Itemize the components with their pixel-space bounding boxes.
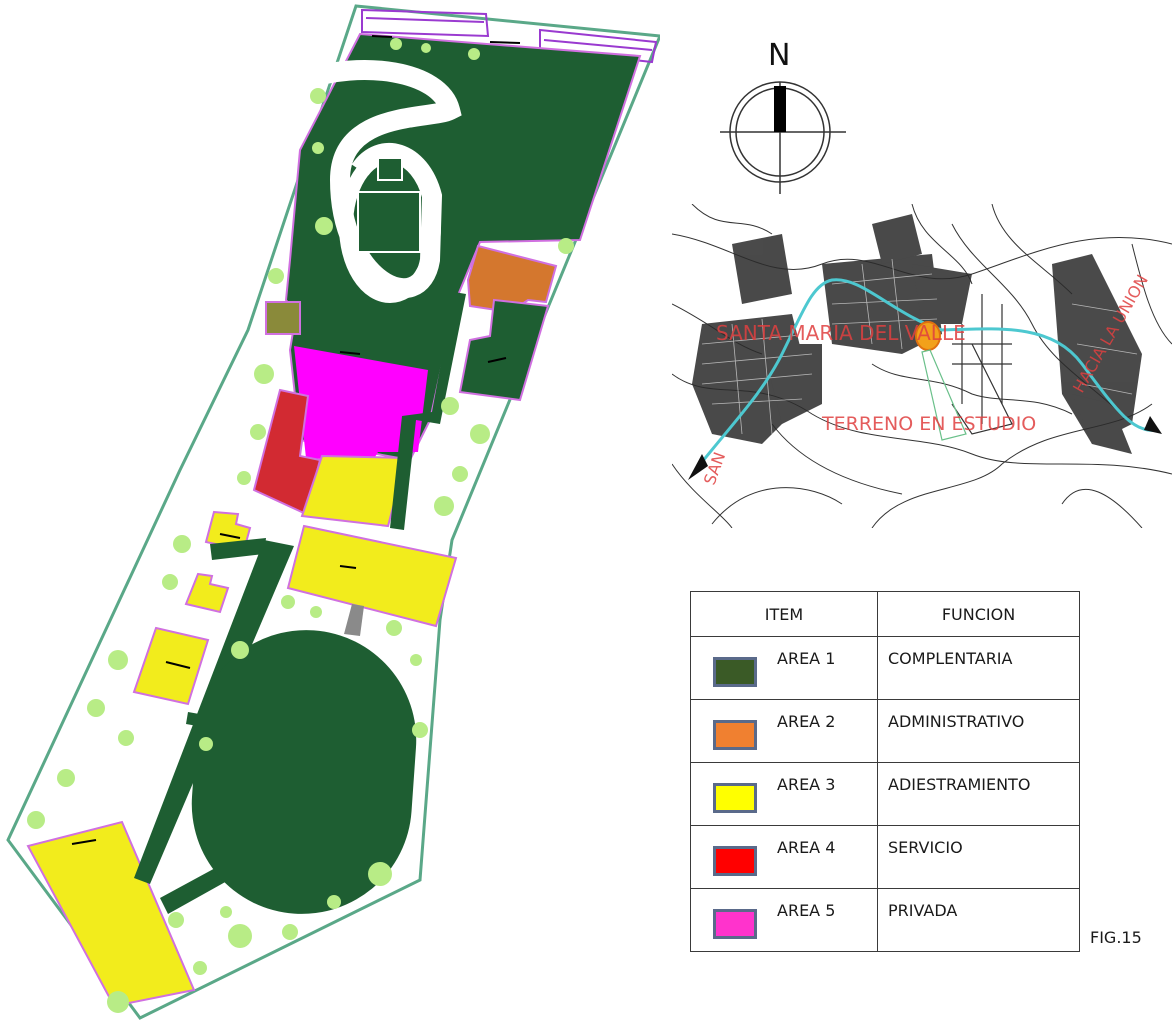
road-grid: [951, 294, 1013, 435]
legend-item-cell: AREA 3: [690, 762, 878, 826]
legend-area-label: AREA 4: [777, 838, 836, 857]
site-label: TERRENO EN ESTUDIO: [821, 413, 1036, 435]
arrow-west: [688, 454, 708, 480]
compass-icon: [720, 81, 846, 194]
legend-header-item: ITEM: [690, 591, 878, 637]
legend-row: AREA 3 ADIESTRAMIENTO: [690, 762, 1080, 826]
urban-blocks: [692, 214, 1142, 454]
legend-item-cell: AREA 1: [690, 636, 878, 700]
legend-swatch: [713, 720, 757, 750]
legend-funcion-cell: PRIVADA: [877, 888, 1080, 952]
legend-swatch: [713, 909, 757, 939]
site-outline: [921, 349, 967, 441]
north-label: N: [768, 38, 791, 73]
legend-area-label: AREA 3: [777, 775, 836, 794]
text-markers: [71, 35, 521, 845]
figure-label: FIG.15: [1090, 928, 1142, 947]
legend-body: AREA 1 COMPLENTARIA AREA 2 ADMINISTRATIV…: [690, 636, 1080, 952]
inner-field: [357, 191, 421, 253]
legend-swatch: [713, 657, 757, 687]
area-olive: [265, 301, 301, 335]
vicinity-map: SANTA MARIA DEL VALLE TERRENO EN ESTUDIO…: [672, 204, 1172, 528]
legend-funcion-cell: ADMINISTRATIVO: [877, 699, 1080, 763]
area-adiestramiento-3: [204, 510, 252, 552]
highway: [692, 278, 1157, 473]
grey-walkway: [344, 604, 364, 636]
arrow-east: [1144, 416, 1162, 434]
legend-item-cell: AREA 5: [690, 888, 878, 952]
legend-funcion-cell: COMPLENTARIA: [877, 636, 1080, 700]
area-complementaria-right: [458, 298, 550, 402]
legend-area-label: AREA 1: [777, 649, 836, 668]
trees: [27, 38, 574, 1013]
site-plan: [6, 4, 660, 1020]
legend-row: AREA 1 COMPLENTARIA: [690, 636, 1080, 700]
area-privada: [294, 346, 428, 462]
area-adiestramiento-4: [184, 572, 230, 614]
legend-funcion-cell: SERVICIO: [877, 825, 1080, 889]
city-label: SANTA MARIA DEL VALLE: [716, 321, 966, 345]
area-adiestramiento-1: [300, 454, 408, 528]
legend-swatch: [713, 783, 757, 813]
street-grid: [701, 258, 1138, 435]
legend-item-cell: AREA 4: [690, 825, 878, 889]
inner-field-ring: [339, 149, 441, 303]
legend-row: AREA 4 SERVICIO: [690, 825, 1080, 889]
legend-area-label: AREA 2: [777, 712, 836, 731]
legend-swatch: [713, 846, 757, 876]
legend-row: AREA 2 ADMINISTRATIVO: [690, 699, 1080, 763]
area-adiestramiento-5: [132, 626, 210, 706]
legend-item-cell: AREA 2: [690, 699, 878, 763]
to-san-label: SAN: [700, 450, 729, 488]
area-adiestramiento-2: [286, 524, 458, 628]
inner-block: [377, 157, 403, 181]
oval-field: [191, 630, 417, 914]
legend-header-row: ITEM FUNCION: [690, 591, 1080, 637]
legend-header-funcion: FUNCION: [877, 591, 1080, 637]
legend-table: ITEM FUNCION AREA 1 COMPLENTARIA AREA 2 …: [690, 591, 1080, 952]
legend-funcion-cell: ADIESTRAMIENTO: [877, 762, 1080, 826]
legend-row: AREA 5 PRIVADA: [690, 888, 1080, 952]
legend-area-label: AREA 5: [777, 901, 836, 920]
parking-strips: [361, 8, 658, 64]
